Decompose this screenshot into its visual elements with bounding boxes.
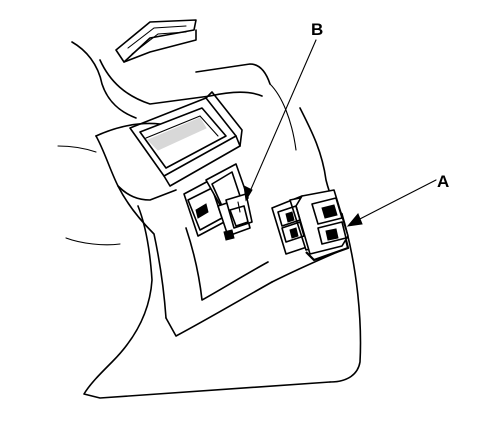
dashboard-vent <box>115 19 197 63</box>
callout-a-label: A <box>437 172 449 191</box>
connector-b <box>217 193 253 241</box>
callout-b: B <box>243 20 323 202</box>
lower-dashboard-panel <box>57 107 362 399</box>
callout-a: A <box>346 172 449 227</box>
dashboard-upper-panel <box>71 41 297 151</box>
callout-b-label: B <box>311 20 323 39</box>
switch-assembly-a <box>271 189 350 262</box>
dashboard-pocket <box>129 91 243 187</box>
